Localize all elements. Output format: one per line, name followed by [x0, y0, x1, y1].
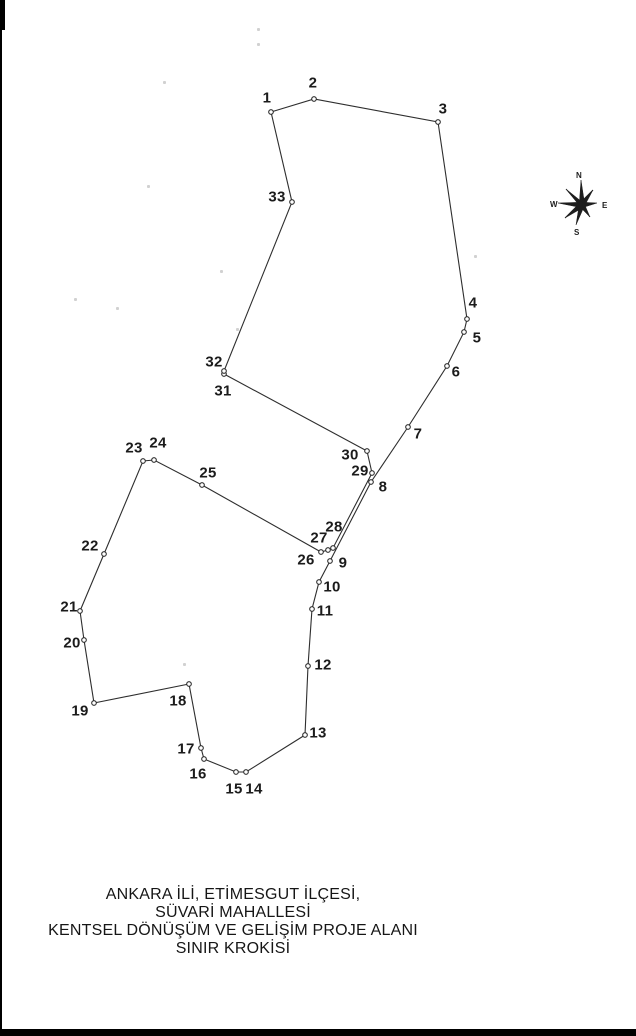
vertex-marker-33 [289, 199, 295, 205]
vertex-marker-30 [364, 448, 370, 454]
vertex-marker-16 [201, 756, 207, 762]
scan-noise-speck [163, 81, 166, 84]
vertex-marker-29 [369, 470, 375, 476]
scan-edge-bar [0, 1029, 636, 1036]
scan-edge-bar [0, 0, 2, 1036]
vertex-marker-2 [311, 96, 317, 102]
scan-noise-speck [147, 185, 150, 188]
vertex-marker-17 [198, 745, 204, 751]
vertex-marker-20 [81, 637, 87, 643]
vertex-marker-21 [77, 608, 83, 614]
title-line-neighborhood: SÜVARİ MAHALLESİ [155, 904, 311, 921]
vertex-marker-19 [91, 700, 97, 706]
vertex-marker-7 [405, 424, 411, 430]
compass-north-label: N [576, 171, 582, 180]
vertex-marker-13 [302, 732, 308, 738]
scan-noise-speck [220, 270, 223, 273]
scan-noise-speck [257, 28, 260, 31]
vertex-marker-6 [444, 363, 450, 369]
vertex-marker-25 [199, 482, 205, 488]
vertex-marker-5 [461, 329, 467, 335]
vertex-marker-4 [464, 316, 470, 322]
vertex-marker-24 [151, 457, 157, 463]
boundary-geometry [77, 96, 470, 775]
vertex-marker-18 [186, 681, 192, 687]
scan-noise-speck [257, 43, 260, 46]
title-line-province: ANKARA İLİ, ETİMESGUT İLÇESİ, [105, 886, 361, 903]
map-title-block: ANKARA İLİ, ETİMESGUT İLÇESİ, SÜVARİ MAH… [23, 886, 443, 958]
boundary-polyline [79, 98, 468, 773]
vertex-marker-11 [309, 606, 315, 612]
vertex-marker-1 [268, 109, 274, 115]
vertex-marker-14 [243, 769, 249, 775]
vertex-marker-27 [325, 547, 331, 553]
title-line-sketch: SINIR KROKİSİ [175, 940, 291, 957]
vertex-marker-9 [327, 558, 333, 564]
vertex-marker-26 [318, 549, 324, 555]
compass-rose: N S E W [550, 171, 608, 237]
scan-noise-speck [116, 307, 119, 310]
scan-edge-bar [0, 0, 5, 30]
vertex-marker-32 [221, 368, 227, 374]
vertex-marker-23 [140, 458, 146, 464]
scan-noise-speck [236, 328, 239, 331]
scan-noise-speck [474, 255, 477, 258]
compass-south-label: S [574, 228, 580, 237]
vertex-marker-10 [316, 579, 322, 585]
vertex-marker-15 [233, 769, 239, 775]
vertex-marker-8 [368, 479, 374, 485]
title-line-project: KENTSEL DÖNÜŞÜM VE GELİŞİM PROJE ALANI [48, 922, 418, 939]
vertex-marker-28 [330, 545, 336, 551]
compass-west-label: W [550, 200, 558, 209]
vertex-marker-3 [435, 119, 441, 125]
compass-east-label: E [602, 201, 608, 210]
scan-noise-speck [74, 298, 77, 301]
scan-noise-speck [183, 663, 186, 666]
vertex-marker-22 [101, 551, 107, 557]
compass-star [557, 179, 598, 226]
vertex-marker-12 [305, 663, 311, 669]
